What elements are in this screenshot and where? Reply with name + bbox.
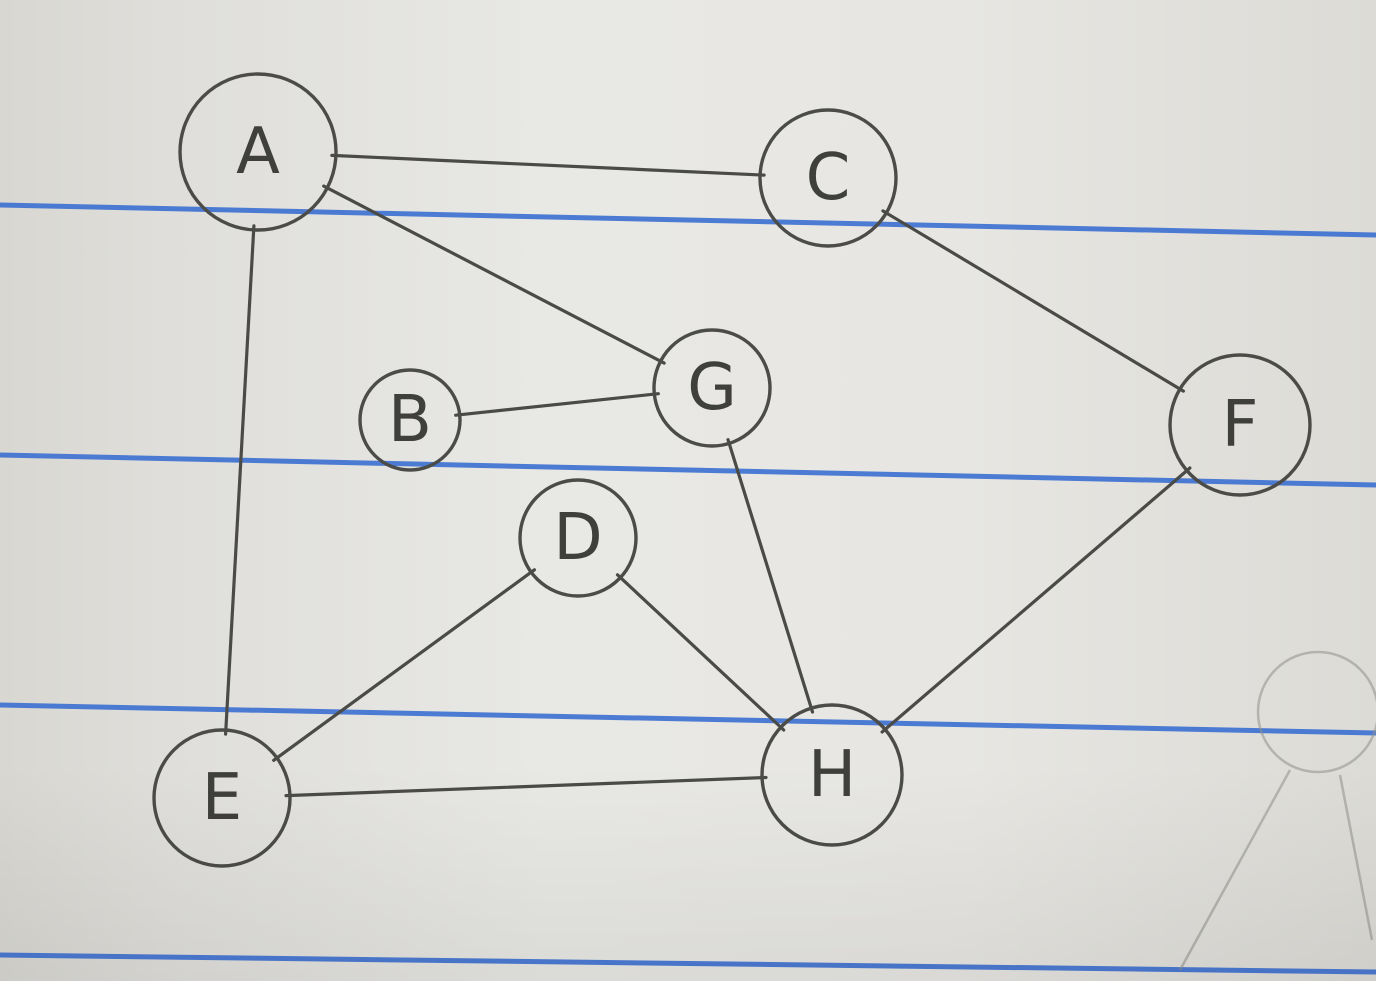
graph-edges: [224, 153, 1192, 798]
node-circle: [358, 368, 462, 472]
node-h: H: [760, 703, 904, 847]
faint-edge: [1178, 769, 1292, 971]
edge-b-g: [454, 392, 660, 417]
edge-a-e: [224, 224, 256, 736]
node-label: G: [687, 351, 737, 425]
node-circle: [1168, 353, 1312, 497]
node-label: E: [202, 761, 242, 835]
edge-d-e: [272, 568, 537, 762]
node-circle: [760, 703, 904, 847]
node-circle: [652, 328, 772, 448]
node-circle: [758, 108, 898, 248]
node-d: D: [518, 478, 638, 598]
edge-f-h: [880, 466, 1192, 734]
faint-circle: [1256, 650, 1376, 774]
faint-edge: [1338, 774, 1374, 941]
edge-a-g: [322, 184, 666, 365]
edge-g-h: [726, 438, 815, 714]
ruled-line: [0, 702, 1376, 736]
node-g: G: [652, 328, 772, 448]
edge-e-h: [284, 775, 768, 798]
node-label: H: [808, 738, 856, 812]
edge-c-f: [881, 209, 1186, 393]
graph-nodes: A B C D E F G H: [152, 72, 1312, 868]
node-label: C: [806, 141, 851, 215]
node-label: F: [1222, 388, 1259, 462]
node-e: E: [152, 728, 292, 868]
node-circle: [178, 72, 338, 232]
node-label: D: [553, 501, 602, 575]
node-f: F: [1168, 353, 1312, 497]
node-a: A: [178, 72, 338, 232]
node-label: A: [236, 115, 280, 189]
faint-background-sketch: [1178, 650, 1376, 971]
node-b: B: [358, 368, 462, 472]
ruled-line: [0, 952, 1376, 975]
node-c: C: [758, 108, 898, 248]
node-label: B: [388, 383, 432, 457]
edge-d-h: [615, 573, 786, 732]
node-circle: [152, 728, 292, 868]
node-circle: [518, 478, 638, 598]
ruled-line: [0, 452, 1376, 488]
edge-a-c: [330, 153, 766, 177]
